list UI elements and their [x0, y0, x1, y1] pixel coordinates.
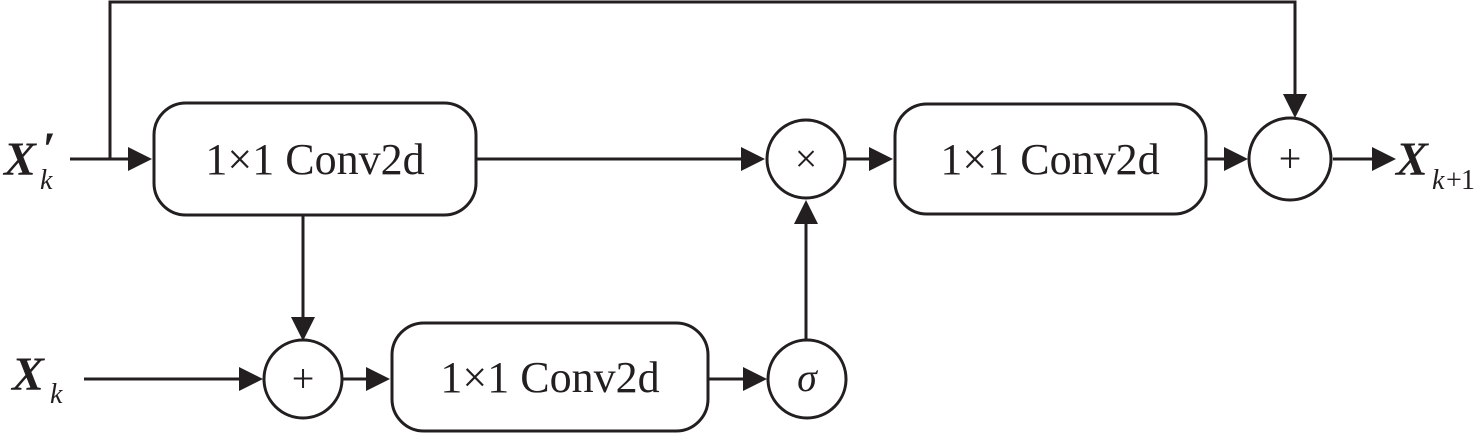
add-to-conv-bottom-arrowhead — [366, 367, 390, 391]
conv-right-to-add-arrowhead — [1224, 147, 1248, 171]
conv-bottom-to-sigma-arrowhead — [743, 367, 767, 391]
conv-bottom-block: 1×1 Conv2d — [390, 321, 710, 433]
conv-top-to-add-arrowhead — [291, 317, 315, 341]
multiply-symbol: × — [795, 136, 818, 181]
multiply-node: × — [765, 118, 847, 200]
add-bottom-node: + — [262, 338, 344, 420]
sigma-to-multiply-arrowhead — [794, 200, 818, 224]
conv-right-label: 1×1 Conv2d — [940, 135, 1159, 184]
add-output-node: + — [1247, 116, 1333, 202]
conv-bottom-label: 1×1 Conv2d — [440, 353, 659, 402]
conv-right-block: 1×1 Conv2d — [893, 102, 1208, 216]
input-x-prime-subscript: k — [40, 165, 53, 196]
output-subscript-k: k — [1432, 165, 1445, 196]
input-x-base: X — [10, 348, 45, 401]
multiply-to-conv-right-arrowhead — [869, 147, 893, 171]
input-prime-arrowhead — [128, 147, 152, 171]
skip-connection-line — [108, 0, 1297, 159]
add-output-symbol: + — [1279, 136, 1302, 181]
conv-top-block: 1×1 Conv2d — [152, 101, 478, 217]
output-subscript-op: + — [1446, 165, 1462, 196]
input-x-prime-label: X ′ k — [2, 123, 56, 196]
skip-arrowhead — [1283, 94, 1307, 118]
output-subscript-num: 1 — [1461, 165, 1475, 196]
input-x-label: X k — [10, 348, 63, 410]
input-x-prime-base: X — [2, 133, 37, 186]
output-base: X — [1394, 133, 1429, 186]
sigmoid-symbol: σ — [797, 355, 818, 400]
conv-top-to-multiply-arrowhead — [741, 147, 765, 171]
conv-top-label: 1×1 Conv2d — [205, 135, 424, 184]
input-x-arrowhead — [239, 367, 263, 391]
output-label: X k + 1 — [1394, 133, 1475, 196]
add-bottom-symbol: + — [292, 356, 315, 401]
sigmoid-node: σ — [766, 338, 848, 420]
input-x-prime-mark: ′ — [42, 123, 56, 176]
input-x-subscript: k — [50, 379, 63, 410]
output-arrowhead — [1372, 147, 1396, 171]
